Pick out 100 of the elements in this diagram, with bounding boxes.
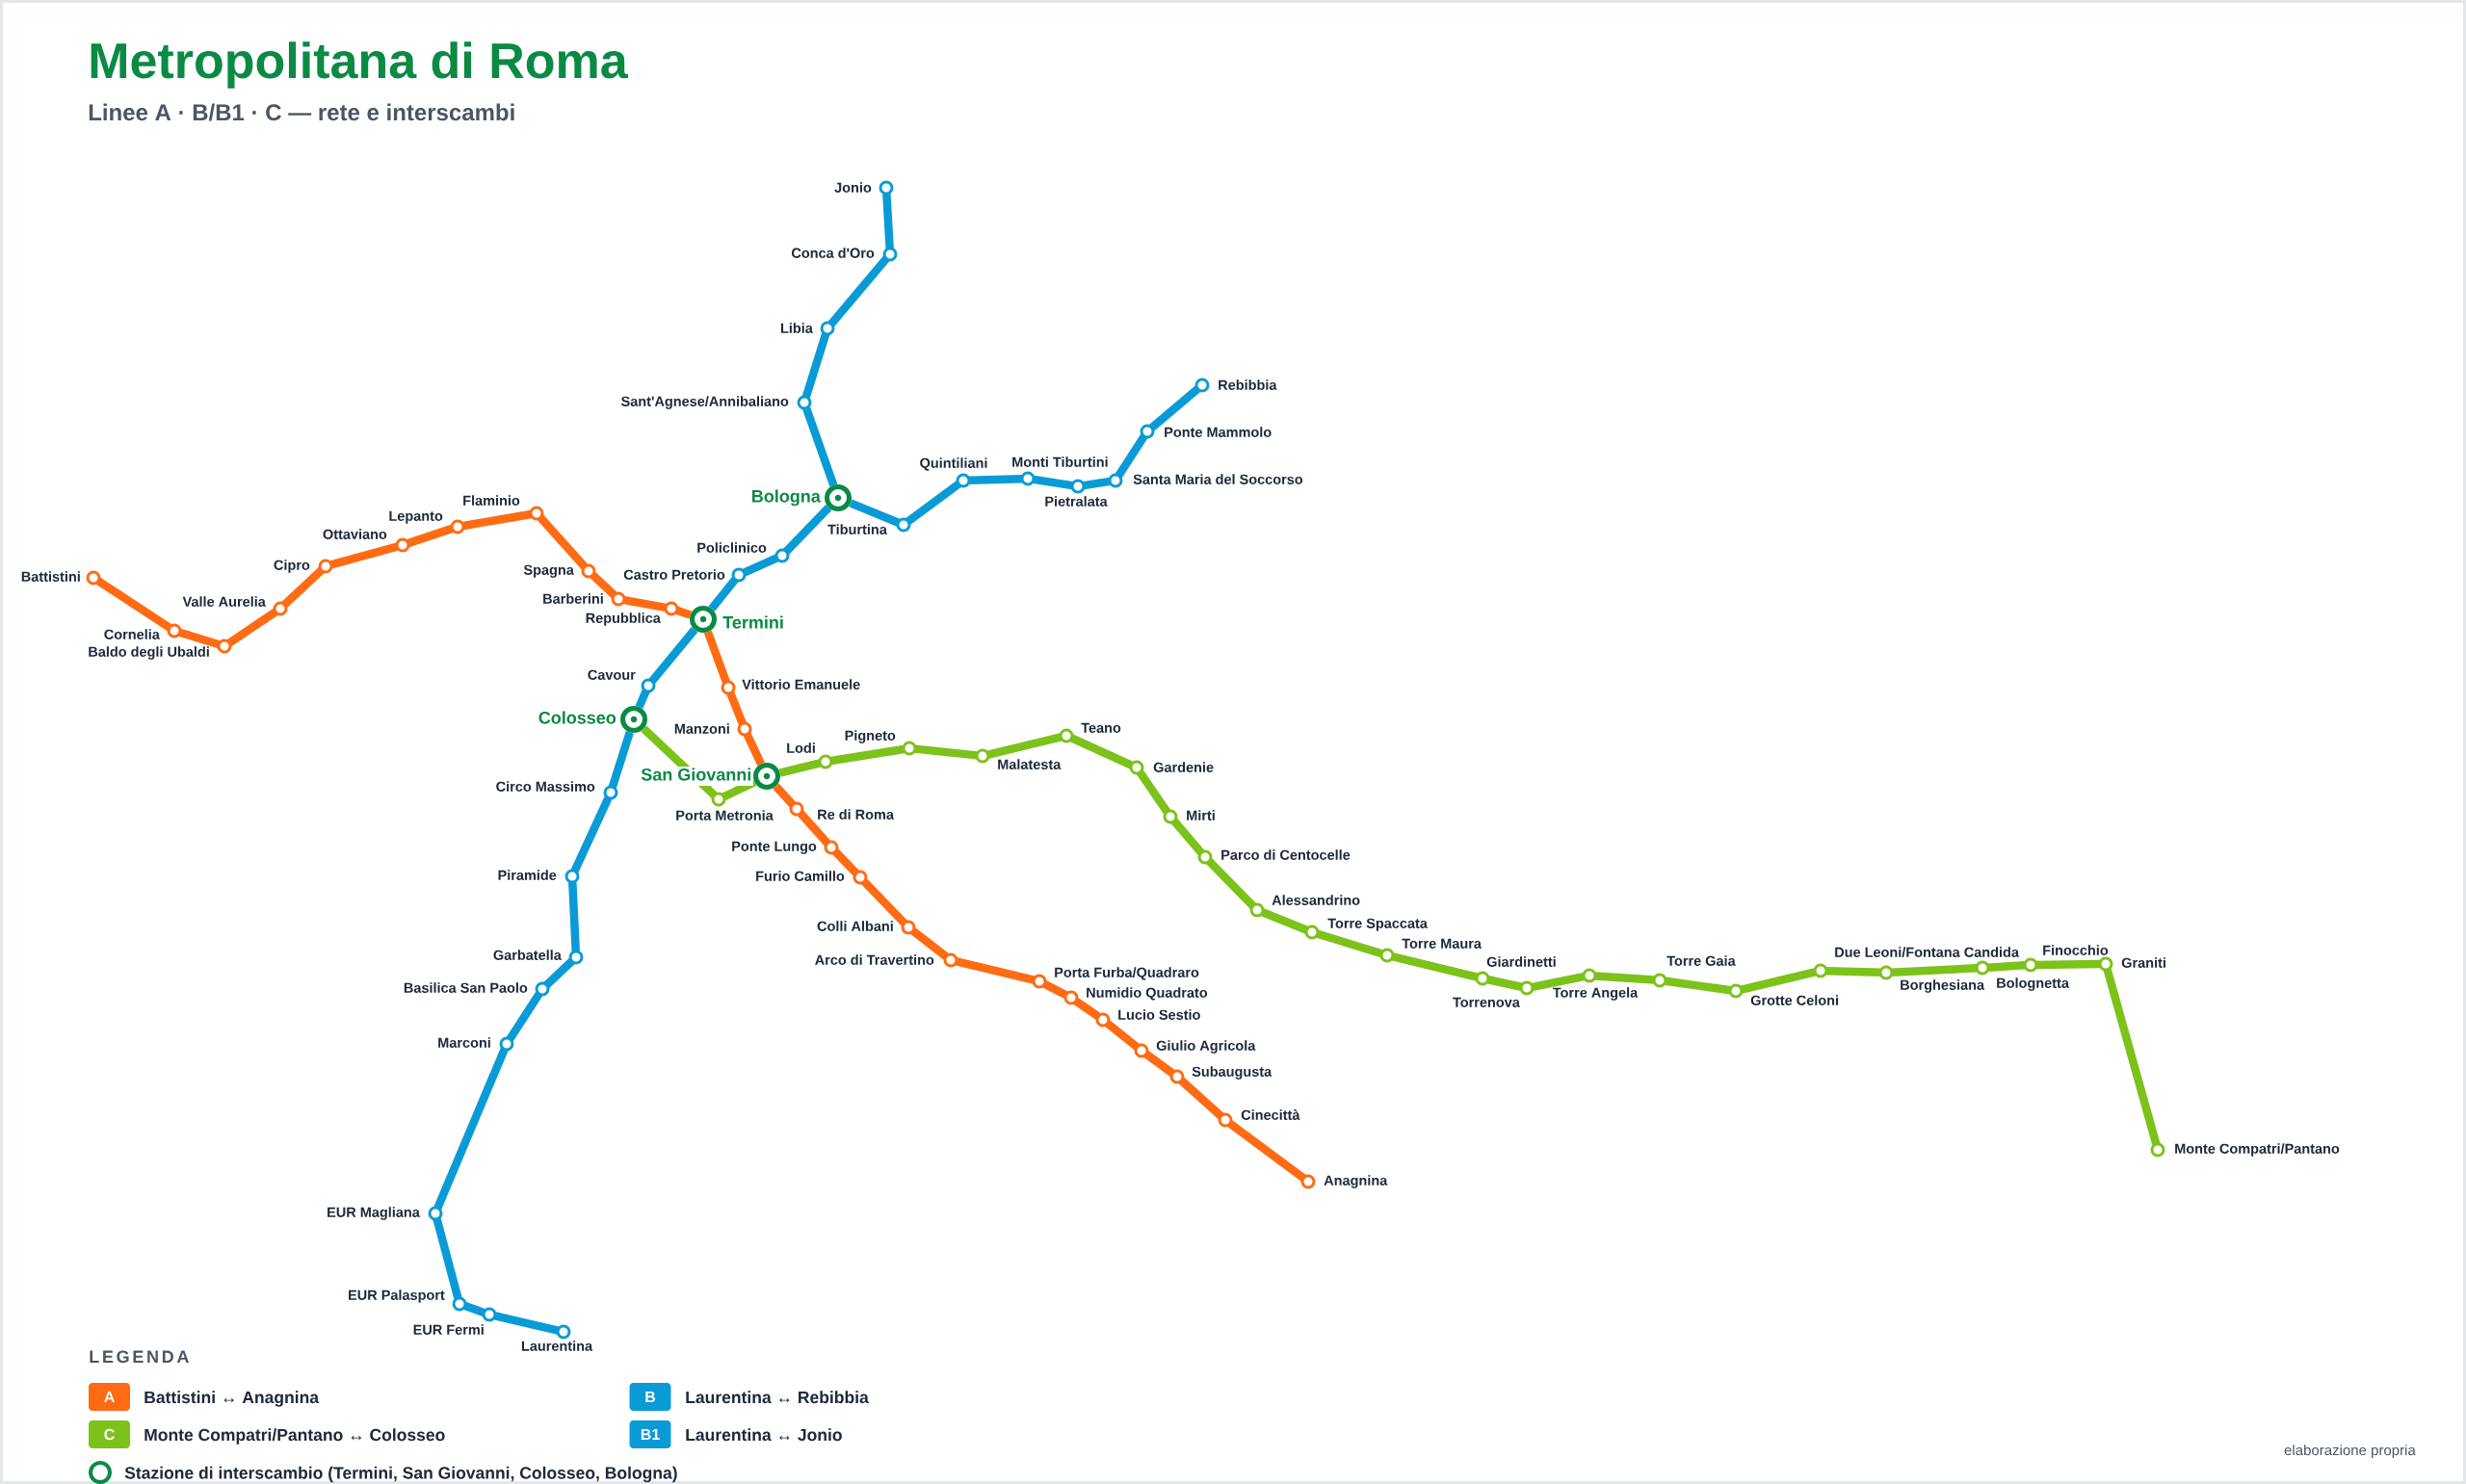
metro-line [1594, 972, 1655, 984]
legend-text: Laurentina ↔ Jonio [686, 1428, 842, 1442]
metro-line [1316, 929, 1383, 958]
station-name: Cornelia [104, 629, 160, 639]
metro-line [849, 499, 901, 527]
station-name: Lepanto [389, 510, 443, 524]
metro-line [675, 606, 693, 619]
station-name: Marconi [438, 1037, 490, 1048]
metro-line [968, 474, 1023, 485]
metro-line [742, 554, 779, 577]
line-badge: A [89, 1383, 130, 1411]
station-name: Torre Maura [1402, 938, 1482, 949]
station-name: Castro Pretorio [623, 569, 725, 580]
station-name: Basilica San Paolo [404, 982, 528, 993]
station-name: Porta Furba/Quadraro [1055, 967, 1199, 980]
legend-text: Stazione di interscambio (Termini, San Giovanni, Colosseo, Bologna) [124, 1466, 677, 1483]
station-name: Cavour [588, 669, 636, 680]
metro-line [832, 848, 859, 876]
station-name: Lucio Sestio [1118, 1009, 1200, 1020]
metro-line [882, 193, 894, 249]
station-name: Lodi [787, 742, 815, 753]
metro-line [1170, 818, 1205, 856]
metro-line [703, 630, 730, 684]
station-name: Gardenie [1153, 762, 1214, 772]
station-name: Giardinetti [1486, 956, 1556, 967]
station-name: Monti Tiburtini [1012, 456, 1108, 467]
station-name: Torre Gaia [1666, 955, 1736, 966]
station-name: Numidio Quadrato [1087, 987, 1208, 1001]
station-name: Torre Angela [1553, 987, 1639, 1001]
station-name: Cipro [274, 560, 310, 573]
metro-line [329, 542, 399, 569]
metro-line [1227, 1120, 1306, 1182]
station-name: Furio Camillo [756, 871, 845, 881]
metro-line [1178, 1077, 1224, 1120]
station-name: Manzoni [674, 723, 729, 734]
metro-line [830, 744, 905, 766]
metro-line [178, 628, 221, 649]
station-name: Piramide [498, 870, 557, 880]
metro-line [1206, 858, 1256, 909]
station-name: Laurentina [521, 1341, 593, 1351]
station-name: Baldo degli Ubaldi [89, 646, 209, 660]
station-name: Porta Metronia [676, 810, 774, 820]
station-name: Torre Spaccata [1327, 918, 1428, 931]
station-name: Parco di Centocelle [1221, 849, 1351, 860]
metro-line [801, 332, 830, 399]
station-name: Colli Albani [817, 921, 893, 931]
legend-text: Monte Compatri/Pantano ↔ Colosseo [144, 1428, 445, 1445]
metro-line [1532, 973, 1585, 991]
metro-line [590, 572, 617, 598]
station-name: Quintiliani [920, 457, 987, 471]
metro-line [433, 1217, 462, 1300]
metro-line [797, 810, 831, 846]
station-name: Barberini [543, 593, 603, 604]
metro-line [1033, 475, 1073, 490]
interchange-ring [620, 706, 647, 733]
station-name: Garbatella [493, 950, 562, 960]
station-name: Conca d'Oro [792, 247, 875, 258]
interchange-ring [753, 763, 780, 790]
metro-line [537, 514, 589, 570]
metro-line [1987, 961, 2026, 972]
metro-line [914, 744, 978, 760]
station-name: Monte Compatri/Pantano [2175, 1143, 2340, 1157]
metro-line [1148, 385, 1201, 431]
metro-line [433, 1047, 509, 1211]
interchange-ring [825, 484, 852, 511]
metro-line [623, 595, 667, 612]
station-name: Libia [780, 323, 813, 333]
station-name: Repubblica [586, 612, 661, 626]
line-badge: B1 [629, 1420, 671, 1448]
metro-line [905, 481, 961, 525]
metro-line [463, 1302, 485, 1316]
metro-line [648, 627, 698, 685]
metro-line [1136, 769, 1171, 815]
metro-line [2035, 959, 2101, 970]
station-name: Ponte Lungo [732, 841, 817, 854]
metro-line [1105, 1020, 1140, 1051]
metro-line [802, 406, 838, 487]
metro-line [1115, 433, 1148, 479]
subtitle: Linee A · B/B1 · C — rete e interscambi [89, 103, 514, 121]
legend-text: Laurentina ↔ Rebibbia [686, 1391, 869, 1404]
station-name: Jonio [834, 182, 872, 193]
metro-line [743, 732, 765, 767]
metro-line [726, 691, 747, 725]
metro-line [635, 689, 650, 709]
station-name: Ponte Mammolo [1165, 427, 1272, 437]
metro-line [226, 608, 278, 647]
station-name: Ottaviano [323, 529, 387, 539]
metro-line [1261, 908, 1309, 934]
metro-line [570, 795, 613, 873]
metro-line [1891, 964, 1978, 976]
metro-line [783, 505, 832, 555]
station-name: Sant'Agnese/Annibaliano [621, 396, 789, 409]
station-name: Pigneto [845, 730, 896, 743]
metro-line [2103, 968, 2161, 1146]
metro-line [721, 778, 757, 801]
station-name: Giulio Agricola [1156, 1040, 1256, 1054]
station-name: Graniti [2121, 957, 2165, 968]
metro-line [95, 577, 172, 632]
station-name: Valle Aurelia [182, 596, 266, 607]
station-name: Mirti [1187, 810, 1215, 820]
